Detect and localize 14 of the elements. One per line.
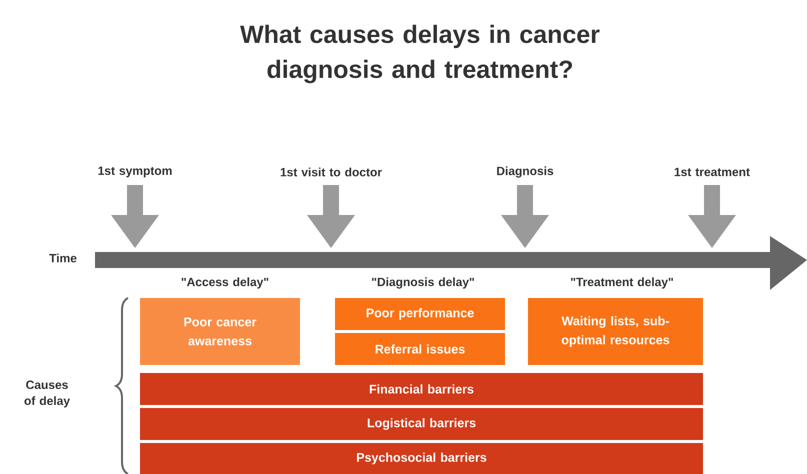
- axis-label: Time: [49, 254, 76, 262]
- milestone-label: Diagnosis: [497, 166, 554, 178]
- milestone-label: 1st visit to doctor: [280, 168, 382, 176]
- cause-box: Waiting lists, sub-optimal resources: [528, 298, 703, 365]
- brace-label: Causes of delay: [24, 380, 70, 408]
- milestone-label: 1st treatment: [674, 168, 750, 176]
- milestone-label: 1st symptom: [98, 166, 172, 178]
- cause-box: Poor performance: [335, 298, 505, 330]
- cause-box: Logistical barriers: [140, 408, 703, 440]
- cause-box: Referral issues: [335, 333, 505, 365]
- cause-box: Poor cancer awareness: [140, 298, 300, 365]
- cause-box: Financial barriers: [140, 373, 703, 405]
- cause-box: Psychosocial barriers: [140, 443, 703, 474]
- title: What causes delays in cancer diagnosis and treatment?: [240, 24, 600, 84]
